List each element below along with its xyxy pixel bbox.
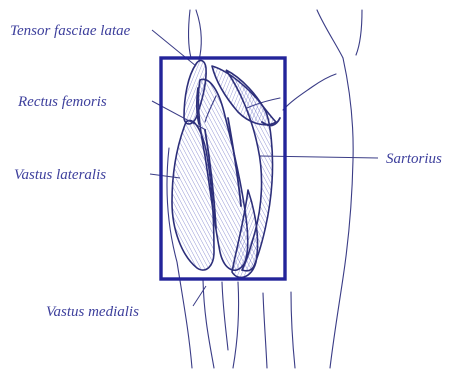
label-sartorius: Sartorius <box>386 151 442 167</box>
label-vastus-medialis: Vastus medialis <box>46 304 139 320</box>
sartorius-leader-line <box>260 156 378 158</box>
label-rectus-femoris: Rectus femoris <box>17 94 107 110</box>
label-tensor-fasciae-latae: Tensor fasciae latae <box>10 23 131 39</box>
label-vastus-lateralis: Vastus lateralis <box>14 167 106 183</box>
